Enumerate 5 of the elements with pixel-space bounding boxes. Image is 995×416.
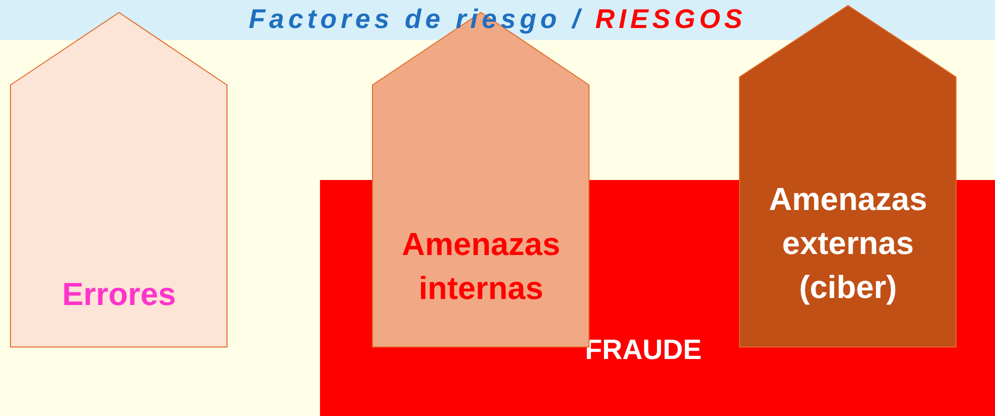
node-label: FRAUDE — [585, 333, 702, 367]
node-label: Errores — [61, 275, 177, 314]
node-label: Amenazas externas (ciber) — [768, 180, 928, 307]
node-label: Amenazas internas — [400, 225, 562, 308]
house-shape — [10, 12, 228, 348]
